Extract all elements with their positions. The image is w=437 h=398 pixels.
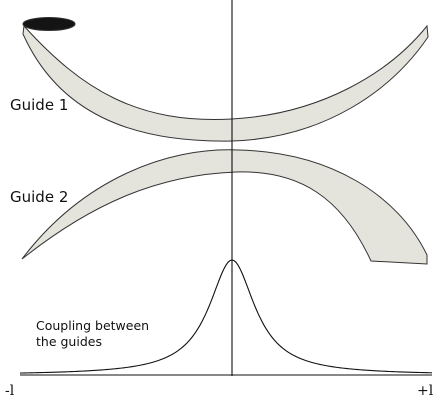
- coupling-label-line2: the guides: [36, 334, 102, 349]
- x-max-label: +l: [417, 383, 434, 398]
- coupling-label-line1: Coupling between: [36, 318, 149, 333]
- guide-2-shape: [21, 149, 428, 265]
- guide-1-label: Guide 1: [10, 96, 68, 114]
- coupling-curve: [19, 259, 433, 374]
- x-min-label: -l: [5, 383, 15, 398]
- guide-1-shape: [22, 24, 429, 142]
- guide-2-label: Guide 2: [10, 188, 68, 206]
- guide-1-opening: [22, 17, 76, 31]
